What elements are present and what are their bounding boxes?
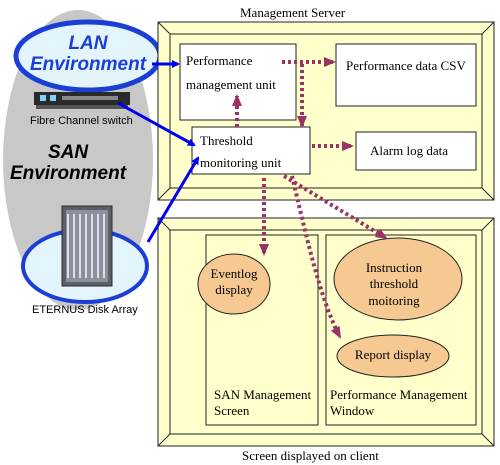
threshold-to-report-arrow	[290, 175, 342, 339]
disk-to-threshold-arrow	[146, 156, 200, 243]
management-server-title: Management Server	[240, 5, 346, 20]
fibre-channel-switch-icon	[34, 92, 130, 109]
lan-label-line2: Environment	[29, 53, 147, 75]
san-label-line2: Environment	[9, 162, 127, 184]
alarm-log-data-box	[355, 131, 477, 171]
threshold-monitoring-unit-label: Threshold monitoring unit	[200, 133, 282, 170]
eventlog-display-label: Eventlog display	[210, 266, 258, 298]
performance-data-csv-box	[335, 43, 477, 107]
fibre-channel-switch-label: Fibre Channel switch	[30, 115, 133, 127]
disk-array-label: ETERNUS Disk Array	[32, 304, 138, 316]
eventlog-display-oval	[197, 253, 271, 315]
client-screen-title: Screen displayed on client	[242, 448, 379, 463]
san-management-screen-label: SAN Management Screen	[214, 387, 312, 419]
switch-to-threshold-arrow	[117, 101, 196, 147]
instruction-threshold-label: Instruction threshold moitoring	[365, 260, 423, 308]
alarm-log-data-label: Alarm log data	[370, 143, 448, 158]
performance-management-window-label: Performance Management Window	[330, 387, 468, 419]
report-display-oval	[336, 334, 450, 378]
disk-array-icon	[61, 205, 113, 287]
performance-management-unit-label: Performance management unit	[186, 53, 276, 92]
san-label-line1: SAN	[47, 142, 89, 163]
lan-label-line1: LAN	[68, 33, 108, 54]
lan-environment-label: LAN Environment	[22, 33, 154, 76]
instruction-threshold-oval	[333, 237, 463, 321]
san-environment-label: SAN Environment	[2, 142, 134, 185]
threshold-monitoring-unit-box	[191, 126, 311, 175]
report-display-label: Report display	[354, 347, 432, 362]
threshold-to-instruction-arrow	[282, 174, 388, 240]
performance-data-csv-label: Performance data CSV	[346, 58, 466, 73]
